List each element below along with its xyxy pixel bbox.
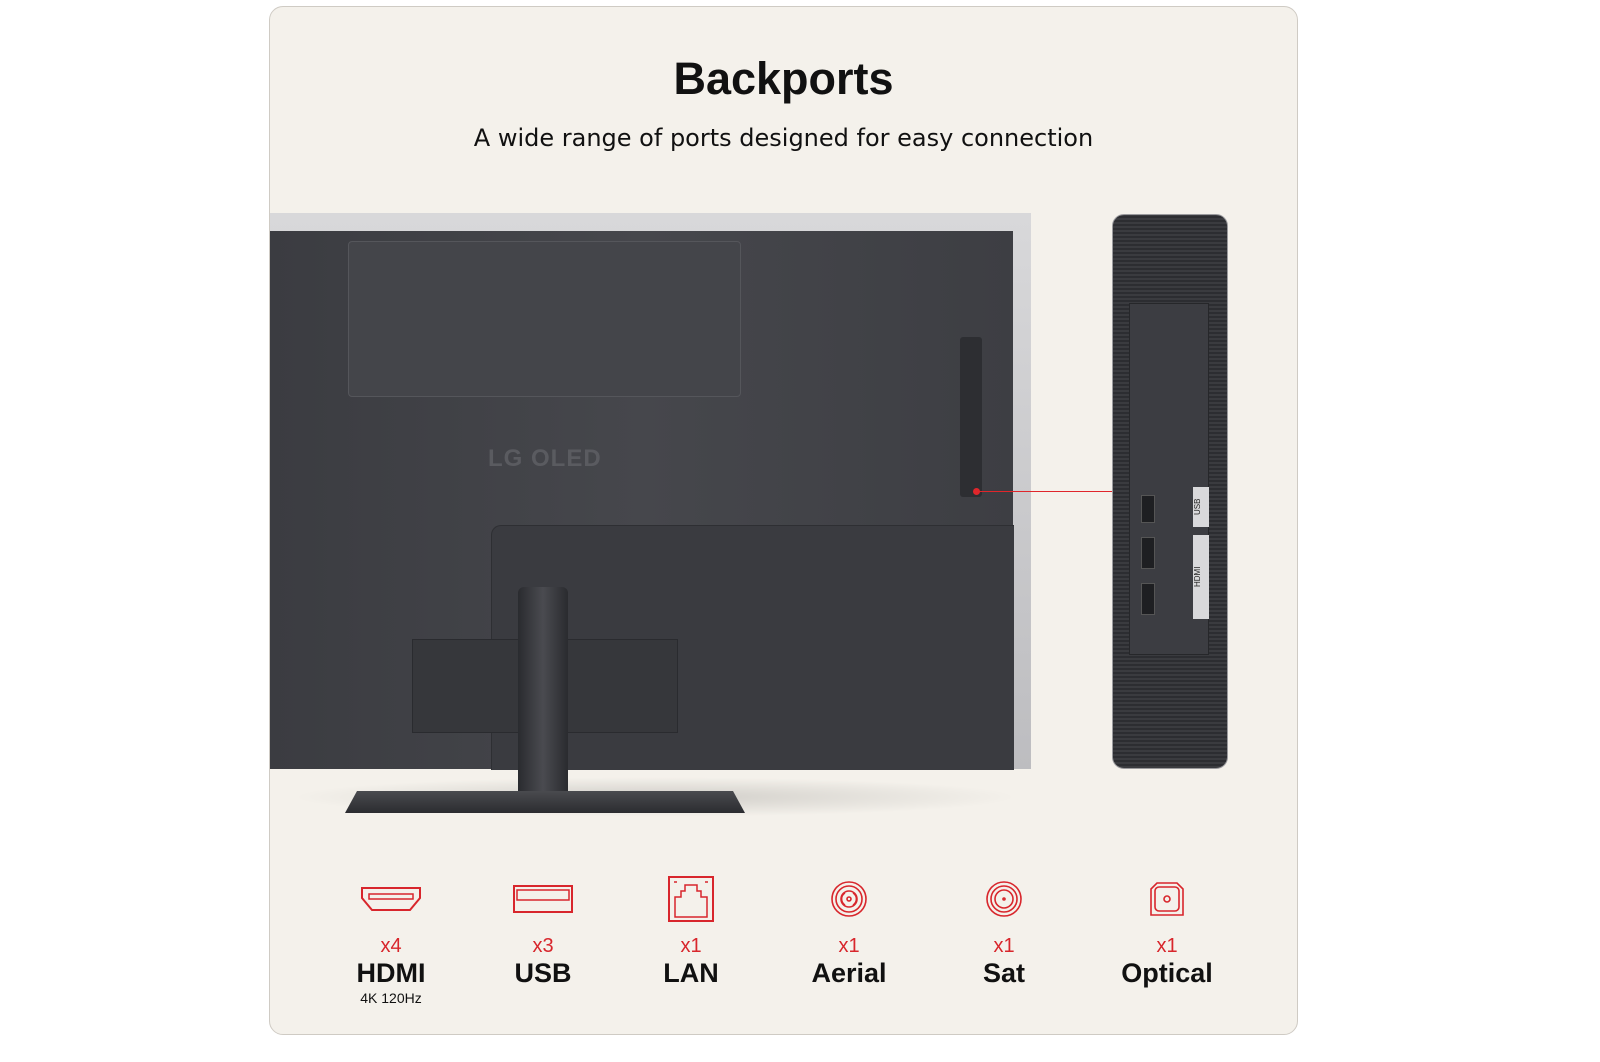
port-label: Optical bbox=[1121, 958, 1213, 988]
port-location-marker bbox=[973, 488, 980, 495]
port-label: Aerial bbox=[811, 958, 887, 988]
tv-back-panel: LG OLED bbox=[270, 231, 1014, 770]
page-subtitle: A wide range of ports designed for easy … bbox=[473, 124, 1094, 152]
port-item-lan: x1 LAN bbox=[621, 873, 761, 988]
port-item-optical: x1 Optical bbox=[1097, 873, 1237, 988]
tv-logo: LG OLED bbox=[488, 445, 602, 472]
port-label: LAN bbox=[663, 958, 719, 988]
port-count: x1 bbox=[680, 935, 702, 957]
port-count: x3 bbox=[532, 935, 554, 957]
sat-port-icon bbox=[934, 873, 1074, 925]
port-item-sat: x1 Sat bbox=[934, 873, 1074, 988]
port-list: x4 HDMI 4K 120Hz x3 USB x1 LAN x1 Aerial bbox=[270, 873, 1297, 1023]
hdmi-port bbox=[1141, 583, 1155, 615]
optical-port-icon bbox=[1097, 873, 1237, 925]
port-item-hdmi: x4 HDMI 4K 120Hz bbox=[321, 873, 461, 1006]
port-item-aerial: x1 Aerial bbox=[779, 873, 919, 988]
port-item-usb: x3 USB bbox=[473, 873, 613, 988]
tv-stand-base bbox=[345, 791, 745, 813]
port-sublabel: 4K 120Hz bbox=[360, 990, 422, 1006]
port-label: USB bbox=[514, 958, 572, 988]
backports-card: Backports A wide range of ports designed… bbox=[269, 6, 1298, 1035]
port-count: x1 bbox=[1156, 935, 1178, 957]
port-count: x4 bbox=[380, 935, 402, 957]
port-label: HDMI bbox=[356, 958, 426, 988]
port-count: x1 bbox=[993, 935, 1015, 957]
side-label-usb: USB bbox=[1193, 487, 1209, 527]
tv-port-strip bbox=[960, 337, 982, 497]
side-ports-closeup: USB HDMI bbox=[1112, 214, 1228, 769]
tv-cover-panel bbox=[348, 241, 741, 397]
hdmi-port bbox=[1141, 537, 1155, 569]
port-label: Sat bbox=[982, 958, 1026, 988]
side-label-hdmi: HDMI bbox=[1193, 535, 1209, 619]
lan-port-icon bbox=[621, 873, 761, 925]
aerial-port-icon bbox=[779, 873, 919, 925]
callout-line bbox=[978, 491, 1112, 492]
usb-port-icon bbox=[473, 873, 613, 925]
port-count: x1 bbox=[838, 935, 860, 957]
tv-stand-neck bbox=[518, 587, 568, 807]
page-title: Backports bbox=[673, 53, 894, 104]
hdmi-port-icon bbox=[321, 873, 461, 925]
usb-port bbox=[1141, 495, 1155, 523]
